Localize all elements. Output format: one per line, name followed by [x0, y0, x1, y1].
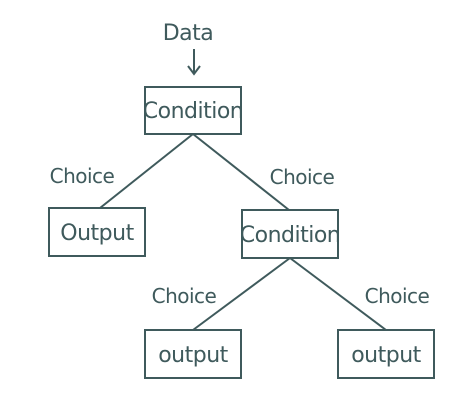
- edge-label-right-left: Choice: [152, 284, 217, 308]
- edge-label-root-left: Choice: [50, 164, 115, 188]
- edge-right-to-bottom-right-leaf: [289, 257, 387, 331]
- edge-label-right-right: Choice: [365, 284, 430, 308]
- node-right-condition-label: Condition: [240, 223, 340, 248]
- edge-root-to-right-condition: [192, 133, 290, 211]
- node-left-output: Output: [48, 207, 146, 257]
- node-right-condition: Condition: [240, 209, 341, 259]
- node-bottom-left-output-label: output: [158, 343, 228, 368]
- node-left-output-label: Output: [60, 221, 134, 246]
- node-bottom-left-output: output: [144, 329, 242, 379]
- edge-label-root-right: Choice: [270, 165, 335, 189]
- node-bottom-right-output-label: output: [351, 343, 421, 368]
- input-label: Data: [163, 21, 214, 46]
- node-root-condition-label: Condition: [143, 99, 243, 124]
- input-arrow: [187, 49, 201, 76]
- edge-root-to-left-leaf: [99, 133, 194, 209]
- node-bottom-right-output: output: [337, 329, 435, 379]
- edge-right-to-bottom-left-leaf: [192, 257, 291, 331]
- node-root-condition: Condition: [143, 86, 244, 135]
